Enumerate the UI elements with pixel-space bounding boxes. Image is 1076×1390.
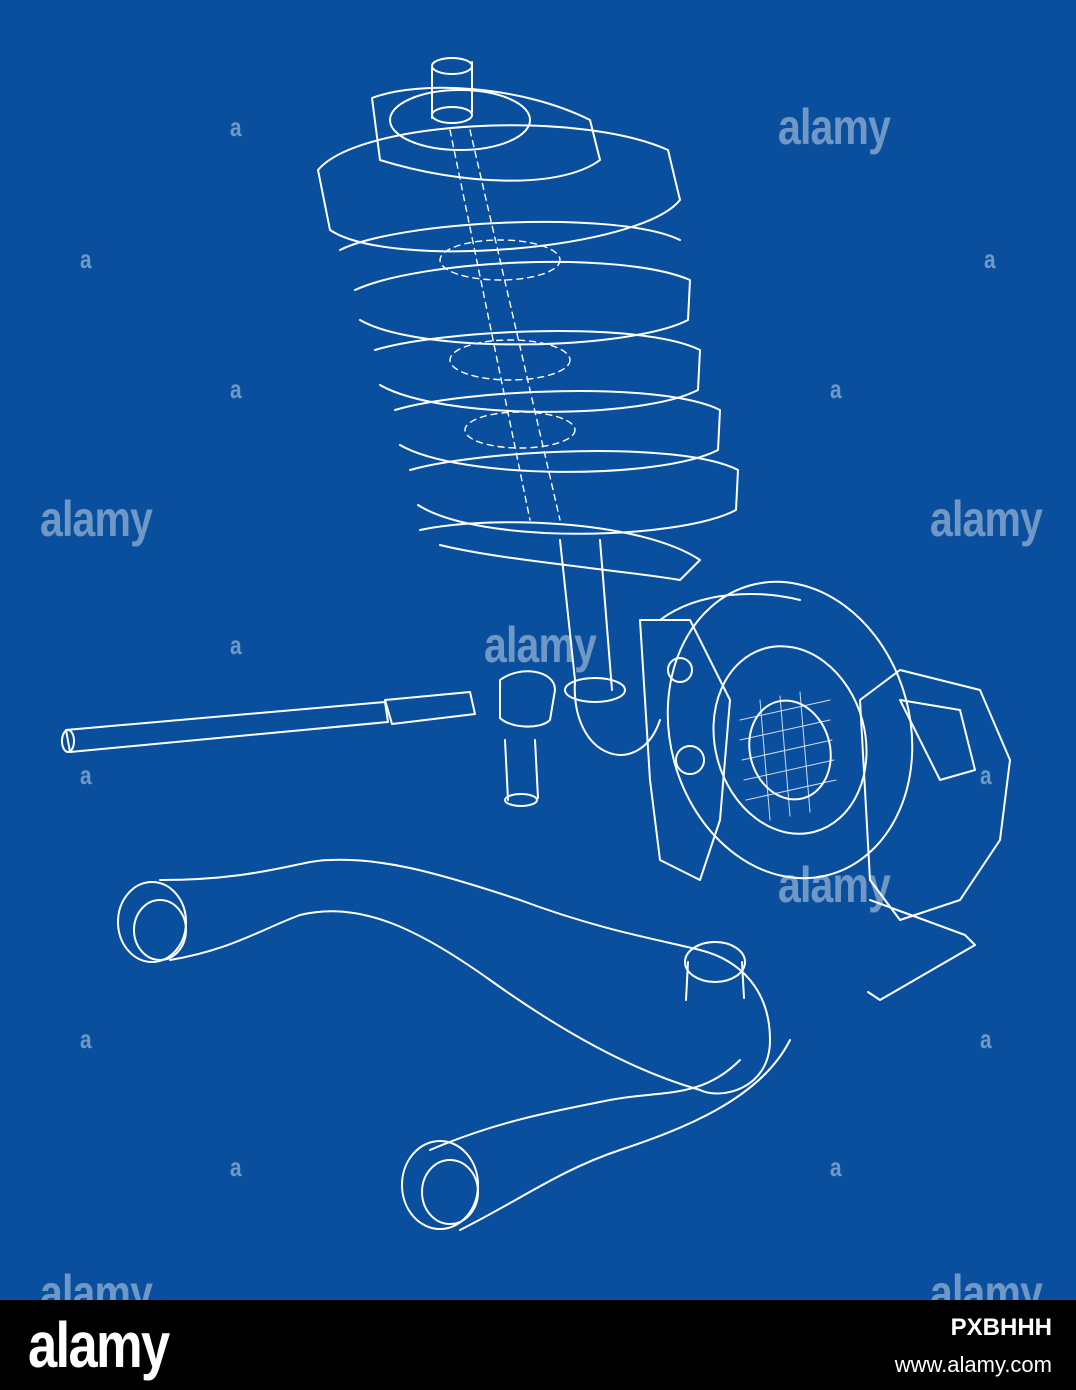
watermark: alamy: [484, 617, 597, 673]
watermark-mark: a: [230, 630, 242, 660]
strut-top-rod: [431, 57, 473, 124]
watermark-mark: a: [980, 760, 992, 790]
coil-spring: [317, 124, 739, 581]
site-url: www.alamy.com: [894, 1352, 1052, 1377]
watermark: alamy: [40, 491, 153, 547]
watermark-mark: a: [984, 244, 996, 274]
watermark-mark: a: [980, 1024, 992, 1054]
footer-bar: alamy PXBHHH www.alamy.com: [0, 1300, 1076, 1390]
brake-disc: [659, 580, 914, 880]
blueprint-drawing: alamy alamy alamy alamy alamy alamy alam…: [0, 0, 1076, 1300]
watermark-mark: a: [230, 112, 242, 142]
watermark-mark: a: [80, 1024, 92, 1054]
watermark: alamy: [778, 99, 891, 155]
alamy-logo: alamy: [28, 1309, 170, 1381]
watermark: alamy: [40, 1265, 153, 1300]
watermark-mark: a: [80, 244, 92, 274]
steering-knuckle: [639, 619, 731, 881]
lower-control-arm: [117, 858, 791, 1231]
strut-lower-tube: [559, 539, 661, 756]
strut-body-hidden: [439, 129, 576, 521]
brake-caliper: [859, 669, 1011, 1001]
top-mount: [371, 86, 601, 182]
hub-detail: [739, 691, 837, 821]
watermark-mark: a: [830, 1152, 842, 1182]
watermark-mark: a: [230, 374, 242, 404]
watermark: alamy: [930, 1265, 1043, 1300]
image-id: PXBHHH: [950, 1314, 1052, 1341]
watermark: alamy: [778, 857, 891, 913]
watermark-mark: a: [80, 760, 92, 790]
watermark: alamy: [930, 491, 1043, 547]
tie-rod: [61, 670, 556, 807]
watermark-mark: a: [230, 1152, 242, 1182]
suspension-wireframe: [61, 57, 1011, 1231]
watermark-mark: a: [830, 374, 842, 404]
